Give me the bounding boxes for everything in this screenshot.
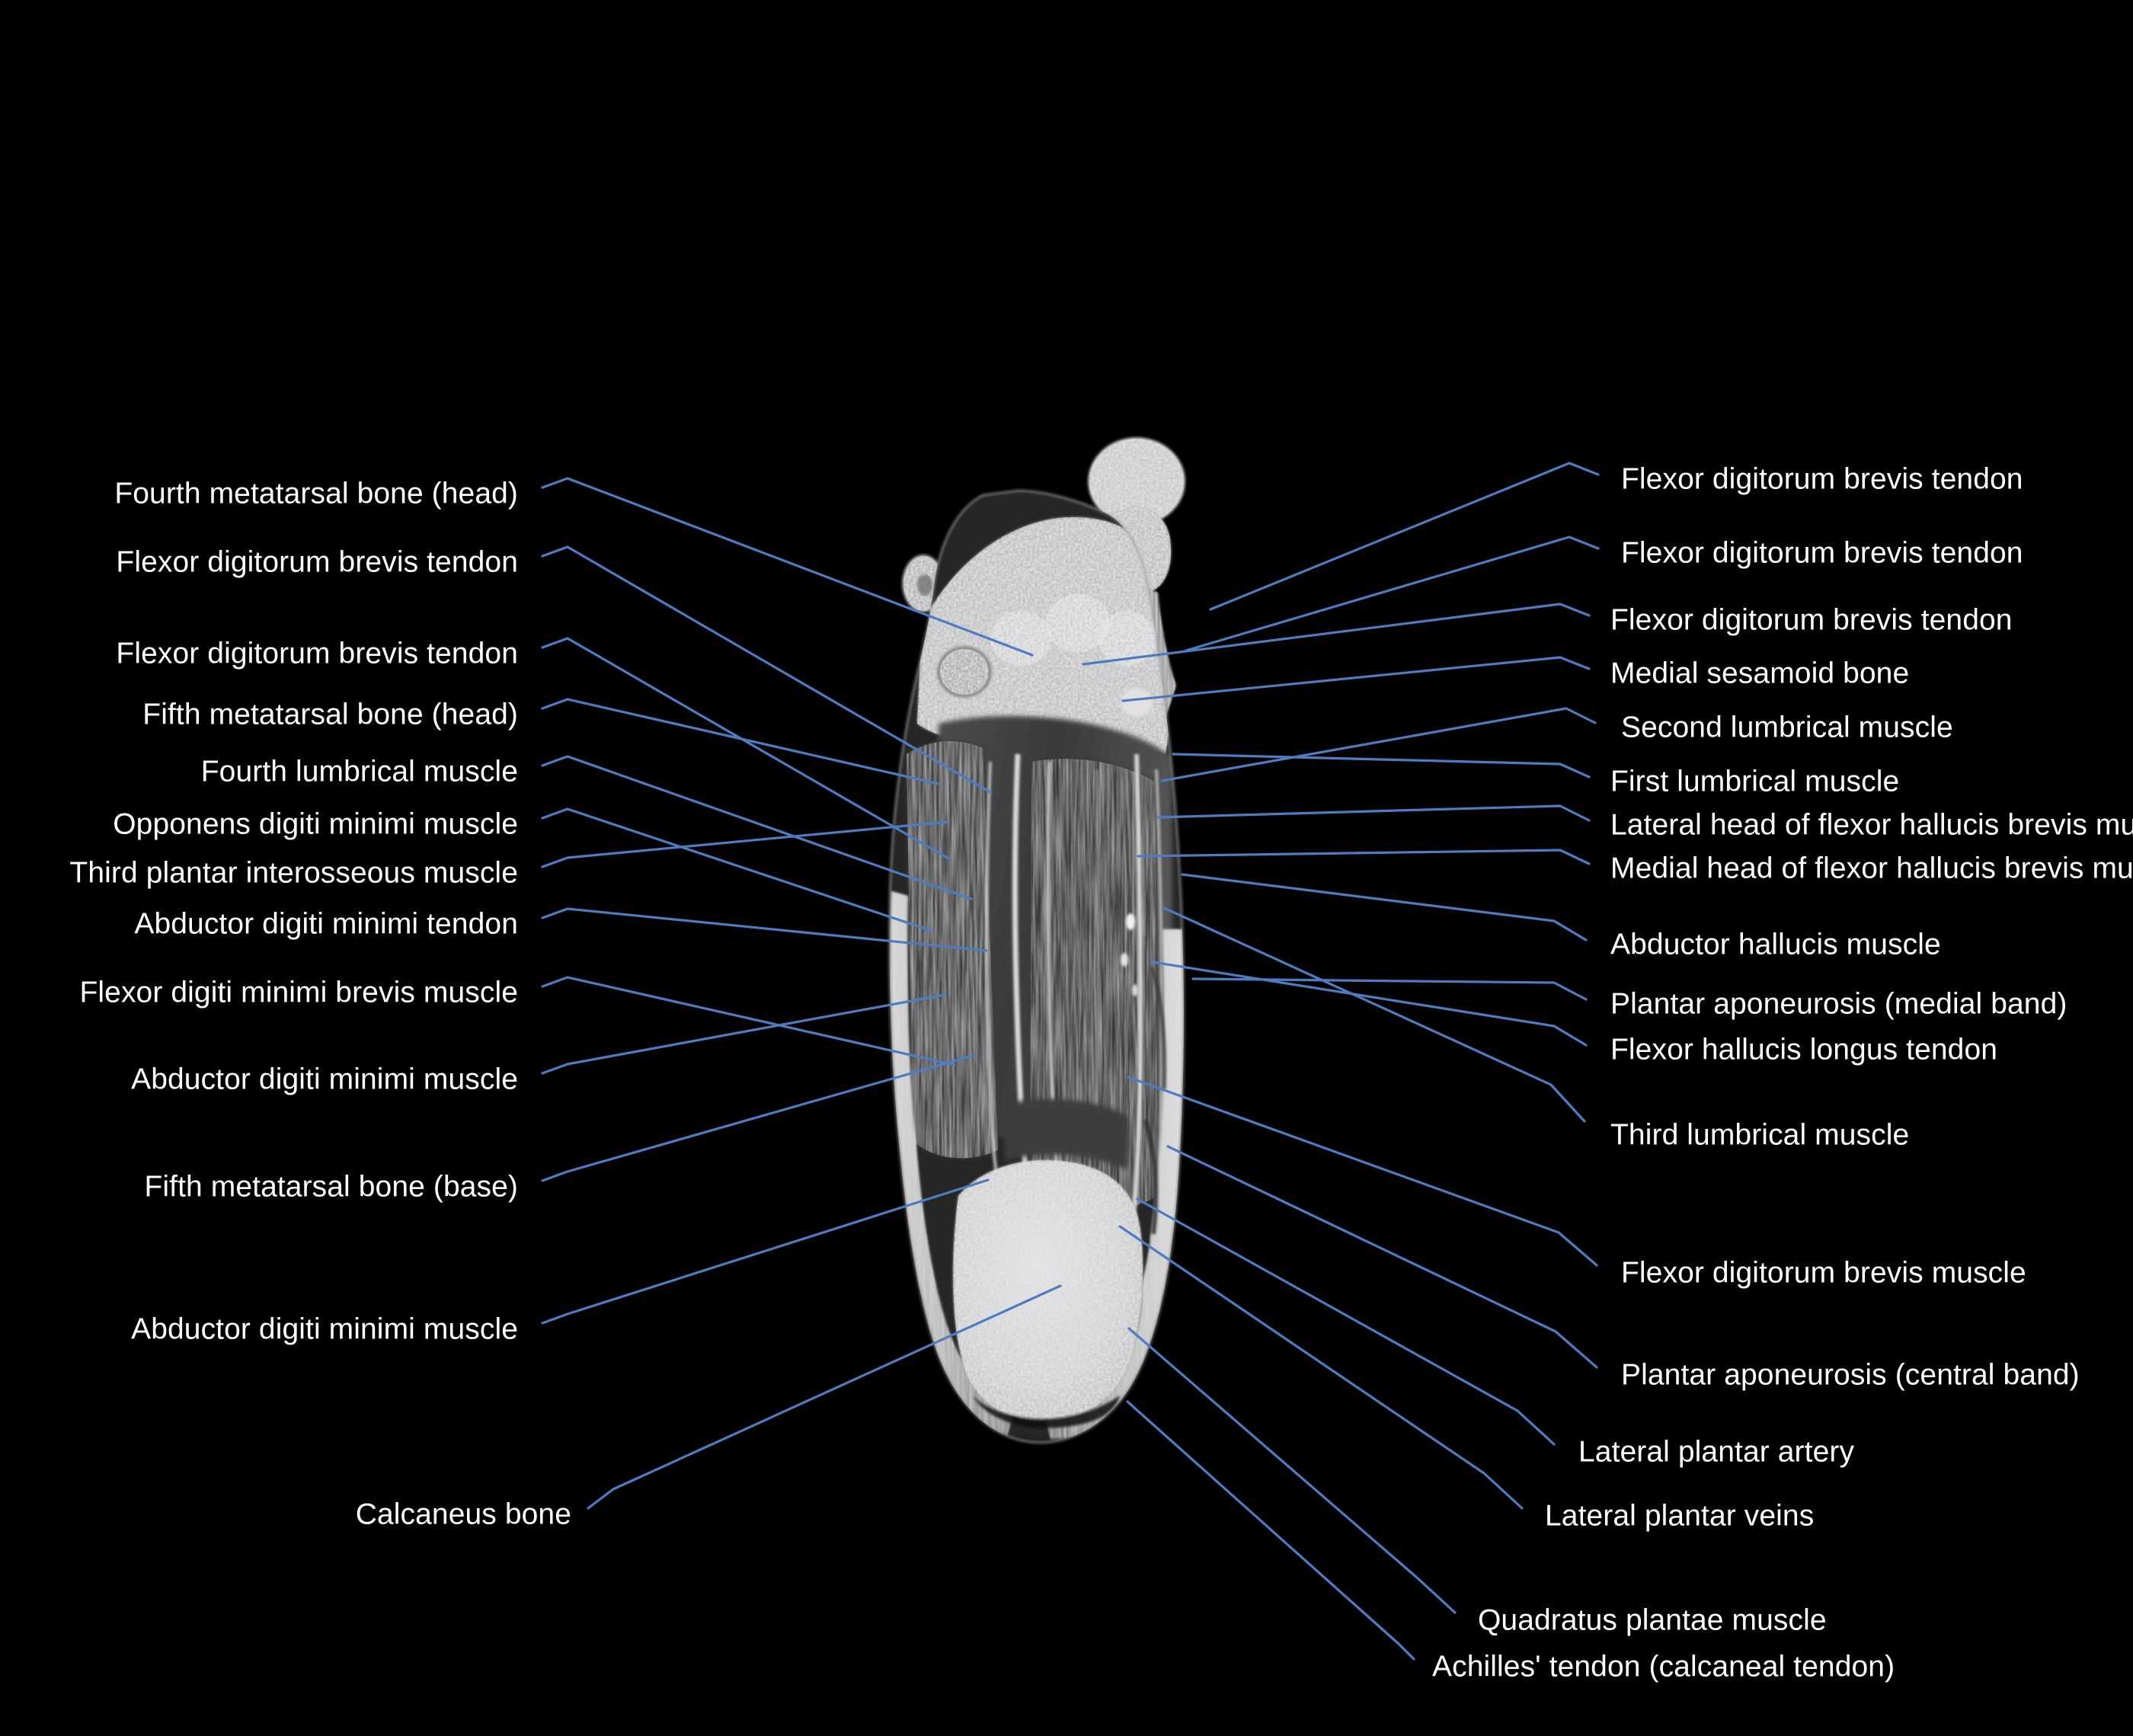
label-flexor-digitorum-brevis-tendon[interactable]: Flexor digitorum brevis tendon bbox=[116, 637, 518, 670]
label-flexor-digiti-minimi-brevis-muscle[interactable]: Flexor digiti minimi brevis muscle bbox=[79, 976, 518, 1009]
label-plantar-aponeurosis-central-band[interactable]: Plantar aponeurosis (central band) bbox=[1621, 1358, 2080, 1392]
label-second-lumbrical-muscle[interactable]: Second lumbrical muscle bbox=[1621, 711, 1953, 744]
label-lateral-plantar-artery[interactable]: Lateral plantar artery bbox=[1578, 1435, 1855, 1469]
label-flexor-digitorum-brevis-tendon[interactable]: Flexor digitorum brevis tendon bbox=[1621, 536, 2023, 570]
label-fourth-metatarsal-bone-head[interactable]: Fourth metatarsal bone (head) bbox=[114, 477, 518, 510]
label-fifth-metatarsal-bone-base[interactable]: Fifth metatarsal bone (base) bbox=[144, 1170, 518, 1204]
leader-line-flexor-digitorum-brevis-tendon bbox=[1209, 462, 1600, 611]
label-flexor-digitorum-brevis-tendon[interactable]: Flexor digitorum brevis tendon bbox=[1621, 462, 2023, 496]
leader-line-flexor-digitorum-brevis-tendon bbox=[1185, 536, 1600, 652]
leader-line-plantar-aponeurosis-medial-band bbox=[1191, 977, 1588, 1001]
label-first-lumbrical-muscle[interactable]: First lumbrical muscle bbox=[1610, 765, 1900, 798]
label-flexor-hallucis-longus-tendon[interactable]: Flexor hallucis longus tendon bbox=[1610, 1033, 1998, 1066]
label-abductor-digiti-minimi-muscle[interactable]: Abductor digiti minimi muscle bbox=[131, 1063, 518, 1096]
leader-line-first-lumbrical-muscle bbox=[1172, 753, 1591, 778]
label-flexor-digitorum-brevis-tendon[interactable]: Flexor digitorum brevis tendon bbox=[116, 545, 518, 579]
label-third-lumbrical-muscle[interactable]: Third lumbrical muscle bbox=[1610, 1118, 1910, 1152]
label-lateral-plantar-veins[interactable]: Lateral plantar veins bbox=[1545, 1499, 1815, 1533]
label-opponens-digiti-minimi-muscle[interactable]: Opponens digiti minimi muscle bbox=[113, 807, 518, 841]
label-flexor-digitorum-brevis-muscle[interactable]: Flexor digitorum brevis muscle bbox=[1621, 1256, 2026, 1290]
label-quadratus-plantae-muscle[interactable]: Quadratus plantae muscle bbox=[1478, 1603, 1827, 1637]
label-flexor-digitorum-brevis-tendon[interactable]: Flexor digitorum brevis tendon bbox=[1610, 603, 2013, 637]
label-third-plantar-interosseous-muscle[interactable]: Third plantar interosseous muscle bbox=[69, 856, 518, 890]
mri-scan-image bbox=[868, 434, 1226, 1470]
label-abductor-digiti-minimi-tendon[interactable]: Abductor digiti minimi tendon bbox=[134, 907, 518, 941]
leader-line-abductor-hallucis-muscle bbox=[1181, 873, 1588, 942]
leader-line-third-lumbrical-muscle bbox=[1162, 906, 1586, 1123]
label-fifth-metatarsal-bone-head[interactable]: Fifth metatarsal bone (head) bbox=[142, 698, 518, 731]
mri-scan-svg bbox=[888, 437, 1185, 1444]
label-achilles-tendon-calcaneal-tendon[interactable]: Achilles' tendon (calcaneal tendon) bbox=[1432, 1650, 1895, 1683]
label-plantar-aponeurosis-medial-band[interactable]: Plantar aponeurosis (medial band) bbox=[1610, 987, 2067, 1021]
label-abductor-digiti-minimi-muscle[interactable]: Abductor digiti minimi muscle bbox=[131, 1312, 518, 1346]
label-fourth-lumbrical-muscle[interactable]: Fourth lumbrical muscle bbox=[200, 755, 518, 788]
label-lateral-head-of-flexor-hallucis-brevis-muscle[interactable]: Lateral head of flexor hallucis brevis m… bbox=[1610, 808, 2133, 842]
label-calcaneus-bone[interactable]: Calcaneus bone bbox=[355, 1498, 571, 1531]
label-medial-head-of-flexor-hallucis-brevis-muscle[interactable]: Medial head of flexor hallucis brevis mu… bbox=[1610, 852, 2133, 885]
leader-line-second-lumbrical-muscle bbox=[1160, 707, 1597, 782]
leader-line-plantar-aponeurosis-central-band bbox=[1166, 1145, 1598, 1369]
label-medial-sesamoid-bone[interactable]: Medial sesamoid bone bbox=[1610, 657, 1910, 690]
label-abductor-hallucis-muscle[interactable]: Abductor hallucis muscle bbox=[1610, 928, 1941, 961]
